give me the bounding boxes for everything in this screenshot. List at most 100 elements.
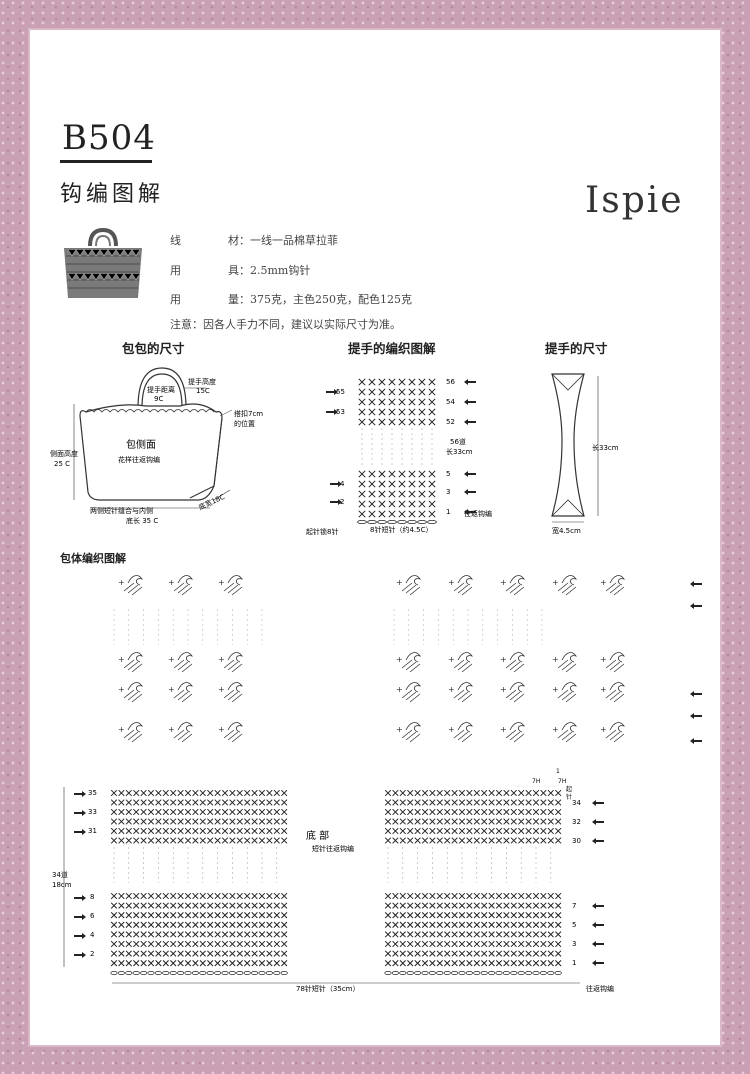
stitch-x	[429, 808, 436, 816]
handle-size-diagram: 长33cm 宽4.5cm	[551, 373, 619, 535]
chain-stitch	[169, 971, 177, 975]
stitch-x	[236, 902, 243, 909]
stitch-x	[414, 818, 421, 825]
stitch-x	[510, 789, 517, 797]
stitch-x	[392, 837, 399, 844]
stitch-x	[192, 902, 199, 909]
stitch-x	[540, 950, 547, 957]
stitch-x	[147, 799, 155, 806]
stitch-x	[407, 818, 414, 825]
stitch-x	[378, 480, 386, 488]
stitch-x	[555, 837, 562, 844]
handle-bottom-rows	[357, 470, 437, 524]
pattern-page	[30, 30, 720, 1045]
stitch-x	[421, 902, 429, 909]
section-handle-size: 提手的尺寸	[545, 341, 608, 356]
stitch-x	[368, 480, 376, 488]
stitch-x	[358, 480, 366, 488]
stitch-cluster: +	[448, 682, 473, 703]
stitch-x	[392, 808, 399, 816]
stitch-x	[525, 808, 532, 816]
stitch-x	[162, 931, 169, 938]
stitch-x	[555, 818, 562, 825]
stitch-x	[162, 902, 169, 909]
stitch-x	[547, 808, 554, 816]
handle-count: 8针短针（约4.5C）	[370, 525, 432, 534]
stitch-x	[392, 960, 399, 967]
chain-stitch	[377, 520, 387, 524]
stitch-x	[125, 931, 132, 938]
chain-stitch	[140, 971, 148, 975]
stitch-x	[444, 799, 451, 806]
stitch-x	[466, 921, 473, 928]
stitch-x	[436, 921, 443, 928]
join-note: 两侧短针缝合与内侧	[90, 506, 153, 515]
chain-stitch	[399, 971, 407, 975]
stitch-x	[258, 950, 266, 957]
stitch-x	[392, 921, 399, 928]
stitch-x	[444, 921, 451, 928]
bag-size-diagram: 提手距离 9C 提手高度 15C 搭扣7cm 的位置 包侧面 花样往返钩编 侧面…	[50, 367, 263, 525]
stitch-x	[407, 931, 414, 938]
stitch-x	[418, 418, 426, 426]
stitch-x	[244, 837, 251, 844]
stitch-x	[503, 960, 510, 967]
chain-stitch	[473, 971, 481, 975]
chain-stitch	[421, 971, 429, 975]
stitch-x	[481, 827, 488, 835]
stitch-x	[428, 408, 436, 416]
stitch-x	[207, 950, 214, 957]
stitch-x	[118, 827, 125, 835]
stitch-x	[547, 940, 554, 948]
stitch-x	[428, 388, 436, 396]
stitch-cluster: +	[448, 652, 473, 673]
stitch-x	[162, 950, 169, 957]
stitch-x	[162, 827, 169, 835]
stitch-x	[221, 818, 229, 825]
stitch-x	[503, 950, 510, 957]
stitch-x	[221, 808, 229, 816]
stitch-x	[184, 892, 192, 900]
stitch-x	[162, 892, 169, 900]
stitch-x	[547, 818, 554, 825]
stitch-x	[214, 940, 221, 948]
chain-stitch	[162, 971, 170, 975]
stitch-x	[451, 789, 458, 797]
row-arrow	[592, 903, 604, 909]
stitch-x	[466, 789, 473, 797]
body-row-34: 34	[572, 799, 581, 807]
stitch-x	[266, 940, 273, 948]
stitch-x	[147, 912, 155, 919]
stitch-x	[155, 808, 162, 816]
stitch-x	[399, 808, 406, 816]
stitch-x	[192, 960, 199, 967]
stitch-x	[236, 799, 243, 806]
body-row-3: 3	[572, 940, 576, 948]
stitch-x	[481, 912, 488, 919]
stitch-x	[458, 921, 466, 928]
stitch-x	[407, 827, 414, 835]
svg-text:+: +	[552, 725, 559, 734]
stitch-x	[488, 837, 495, 844]
stitch-x	[444, 950, 451, 957]
stitch-x	[510, 940, 517, 948]
stitch-x	[110, 902, 118, 909]
stitch-x	[408, 500, 416, 508]
stitch-x	[473, 837, 480, 844]
stitch-x	[540, 837, 547, 844]
stitch-x	[407, 799, 414, 806]
stitch-x	[428, 418, 436, 426]
svg-text:+: +	[552, 578, 559, 587]
stitch-x	[547, 837, 554, 844]
stitch-x	[251, 902, 258, 909]
row-arrow	[592, 838, 604, 844]
stitch-x	[525, 912, 532, 919]
stitch-x	[414, 892, 421, 900]
stitch-x	[192, 912, 199, 919]
stitch-x	[177, 921, 184, 928]
stitch-x	[392, 931, 399, 938]
stitch-x	[473, 789, 480, 797]
stitch-x	[392, 912, 399, 919]
stitch-x	[473, 902, 480, 909]
stitch-x	[407, 902, 414, 909]
